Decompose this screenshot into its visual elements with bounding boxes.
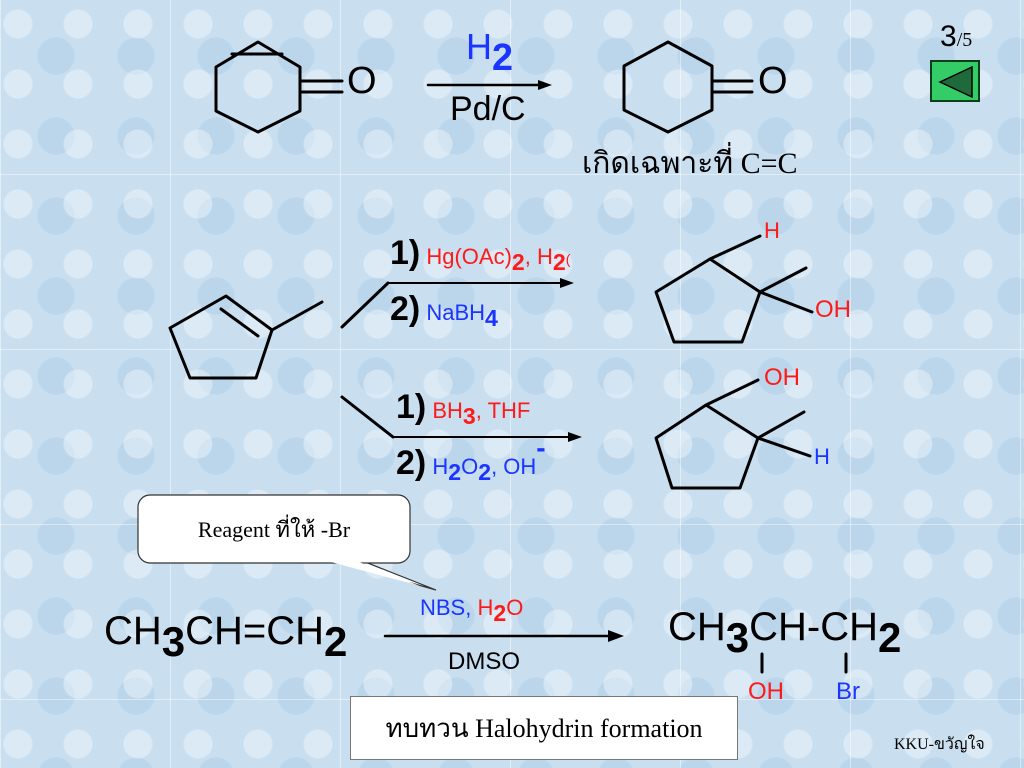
cyclopentene-double-bond bbox=[219, 307, 260, 338]
h2o-sub: 2 bbox=[493, 600, 507, 627]
propene-formula: CH3CH=CH2 bbox=[104, 606, 347, 665]
halohydrin-sub-2: 2 bbox=[878, 613, 902, 661]
bh-sub: 3 bbox=[462, 403, 476, 430]
reagent-h2-sub: 2 bbox=[492, 36, 514, 79]
callout-reagent-br: Reagent ที่ให้ -Br bbox=[197, 516, 351, 542]
halohydrin-ch: CH bbox=[668, 605, 726, 649]
step-1-number: 1) bbox=[390, 234, 421, 272]
propene-mid: CH=CH bbox=[185, 609, 325, 653]
propene-sub-3: 3 bbox=[161, 617, 186, 665]
oh-charge: - bbox=[536, 432, 546, 464]
page-indicator: 3/5 bbox=[940, 20, 972, 54]
step-2-oxidation: 2) H2O2, OH- bbox=[396, 432, 546, 485]
atom-o-reactant-1: O bbox=[347, 60, 377, 102]
product-3-oh-bond bbox=[704, 378, 760, 407]
nabh-sub: 4 bbox=[485, 305, 498, 332]
arrow-1-head bbox=[538, 80, 552, 90]
h2o2-oh: H2O2, OH- bbox=[432, 432, 545, 485]
arrow-3-head bbox=[568, 432, 582, 442]
product-3-h-label: H bbox=[814, 444, 830, 469]
h-sub: 2 bbox=[448, 459, 462, 486]
callout-bubble bbox=[137, 494, 437, 591]
halohydrin-sub-3: 3 bbox=[725, 613, 750, 661]
h2o-reagent: H2O bbox=[477, 595, 524, 626]
page-total: /5 bbox=[956, 29, 973, 51]
triangle-left-icon bbox=[938, 65, 973, 99]
hg-oac-2: Hg(OAc)2, H2( bbox=[426, 244, 571, 273]
step-1-number-b: 1) bbox=[396, 388, 427, 426]
h2-text: , H bbox=[524, 244, 553, 269]
o-text: O bbox=[461, 454, 479, 479]
o-sub: 2 bbox=[478, 459, 492, 486]
previous-slide-button[interactable] bbox=[930, 60, 980, 102]
product-2-h-label: H bbox=[764, 218, 780, 243]
nbs-text: NBS, bbox=[420, 595, 478, 620]
step-2-number-b: 2) bbox=[396, 444, 427, 482]
bh-text: BH bbox=[432, 398, 463, 423]
cyclohexanone-ring bbox=[622, 40, 714, 134]
caption-halohydrin: ทบทวน Halohydrin formation bbox=[350, 696, 738, 760]
step-1-oxymercuration: 1) Hg(OAc)2, H2( bbox=[390, 234, 636, 273]
nabh-text: NaBH bbox=[426, 300, 486, 325]
halohydrin-br-label: Br bbox=[836, 678, 860, 705]
methylcyclopentene-ring bbox=[168, 294, 274, 380]
methyl-bond bbox=[270, 300, 324, 332]
product-3-h-bond bbox=[756, 436, 812, 458]
cyclohexenone-ring bbox=[214, 40, 302, 134]
arrow-2-head bbox=[560, 278, 574, 288]
halohydrin-formula: CH3CH-CH2 bbox=[668, 602, 901, 661]
selectivity-note: เกิดเฉพาะที่ C=C bbox=[582, 147, 798, 180]
product-2-h-bond bbox=[708, 234, 762, 261]
product-2-oh-label: OH bbox=[815, 296, 851, 323]
reagent-h2-symbol: H bbox=[466, 26, 492, 67]
arrow-4-head bbox=[608, 630, 624, 642]
bh3-thf: BH3, THF bbox=[432, 398, 531, 429]
solvent-dmso: DMSO bbox=[448, 648, 520, 675]
product-3-oh-label: OH bbox=[764, 364, 800, 391]
thf-text: , THF bbox=[475, 398, 531, 423]
page-current: 3 bbox=[940, 20, 957, 53]
oh-text: , OH bbox=[491, 454, 537, 479]
h2o-o: O bbox=[506, 595, 524, 620]
product-2-oh-bond bbox=[758, 290, 814, 314]
atom-o-product-1: O bbox=[758, 60, 788, 102]
reagent-pd-c: Pd/C bbox=[450, 90, 526, 128]
hg-oac-text: Hg(OAc) bbox=[426, 244, 512, 269]
step-1-hydroboration: 1) BH3, THF bbox=[396, 388, 531, 429]
product-2-methyl bbox=[758, 266, 808, 294]
nabh4: NaBH4 bbox=[426, 300, 498, 331]
cut-off-text: ( bbox=[565, 251, 571, 267]
product-2-ring bbox=[654, 257, 762, 344]
hg-oac-sub: 2 bbox=[511, 249, 525, 273]
branch-line-upper bbox=[340, 281, 390, 329]
reagent-nbs-h2o: NBS, H2O bbox=[420, 594, 524, 626]
h2o-h: H bbox=[477, 595, 494, 620]
branch-line-lower bbox=[340, 395, 395, 439]
product-3-ring bbox=[654, 403, 760, 490]
halohydrin-oh-label: OH bbox=[748, 678, 784, 705]
step-2-number: 2) bbox=[390, 290, 421, 328]
propene-sub-2: 2 bbox=[324, 617, 348, 665]
h-text: H bbox=[432, 454, 449, 479]
propene-ch: CH bbox=[104, 609, 162, 653]
product-3-methyl bbox=[756, 410, 806, 440]
footer-credit: KKU-ขวัญใจ bbox=[894, 736, 985, 753]
step-2-nabh4: 2) NaBH4 bbox=[390, 290, 498, 331]
reagent-h2: H2 bbox=[466, 26, 513, 79]
halohydrin-mid: CH-CH bbox=[749, 605, 879, 649]
h2-sub: 2 bbox=[552, 249, 566, 273]
